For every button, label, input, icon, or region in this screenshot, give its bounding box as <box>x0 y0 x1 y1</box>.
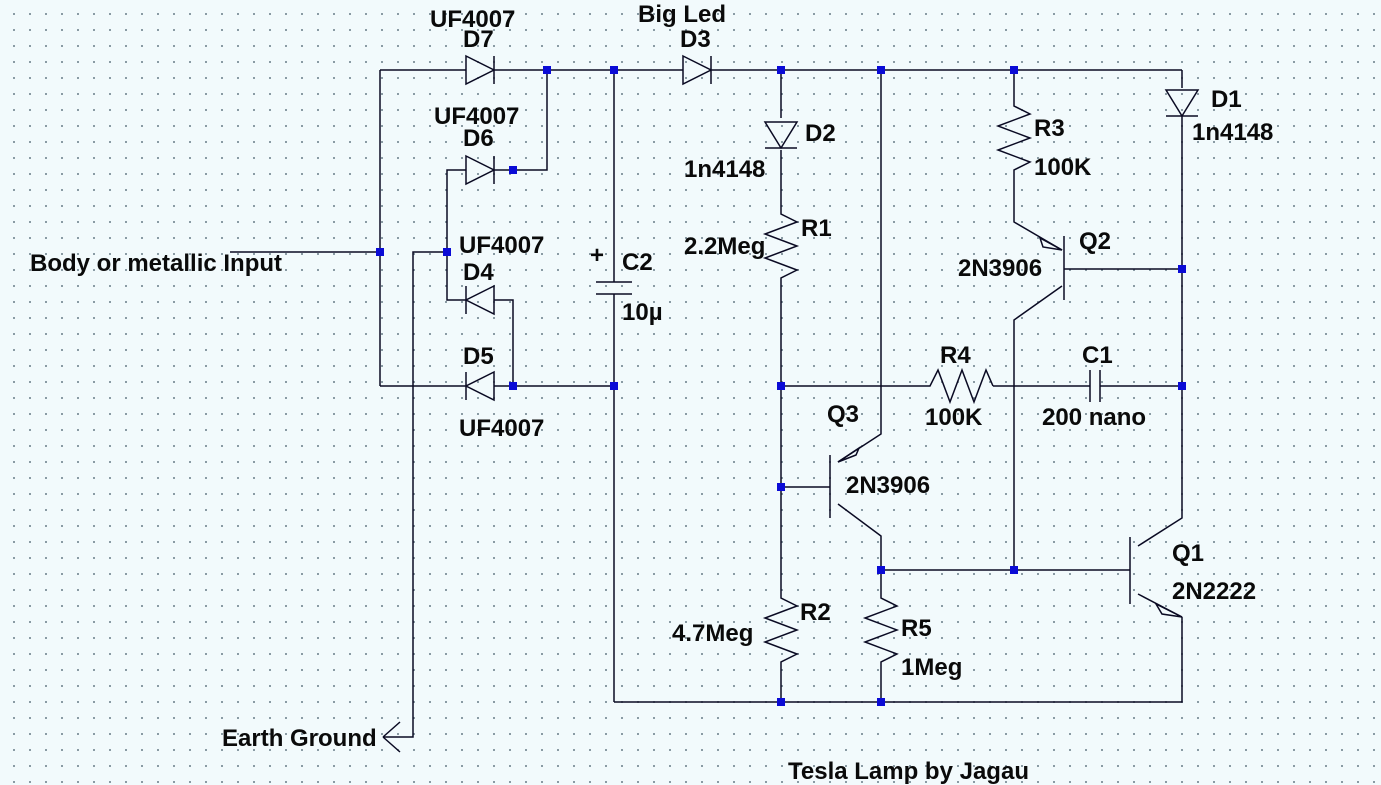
earth-ground-arrow <box>382 721 401 753</box>
schematic-title: Tesla Lamp by Jagau <box>788 758 1029 785</box>
d4-name: D4 <box>463 259 494 286</box>
resistor-r5 <box>862 590 900 672</box>
earth-ground-label: Earth Ground <box>222 725 377 752</box>
r2-value: 4.7Meg <box>672 620 753 647</box>
d6-name: D6 <box>463 125 494 152</box>
resistor-r4 <box>920 367 994 405</box>
q3-value: 2N3906 <box>846 472 930 499</box>
d1-name: D1 <box>1211 86 1242 113</box>
r3-value: 100K <box>1034 154 1092 181</box>
transistor-q1 <box>1129 537 1183 618</box>
resistor-r2 <box>762 590 800 672</box>
diode-d3-led <box>682 54 713 86</box>
resistor-r1 <box>762 205 800 280</box>
d3-value: Big Led <box>638 1 726 28</box>
d7-name: D7 <box>463 26 494 53</box>
wire-d4 <box>494 299 514 386</box>
r5-value: 1Meg <box>901 654 962 681</box>
r3-name: R3 <box>1034 115 1065 142</box>
capacitor-c2 <box>596 281 632 295</box>
diode-d7 <box>465 54 496 86</box>
d2-value: 1n4148 <box>684 156 765 183</box>
diode-d2 <box>763 121 799 150</box>
capacitor-c1 <box>1089 370 1101 402</box>
r1-name: R1 <box>801 215 832 242</box>
wire-right-column <box>1137 70 1183 547</box>
wire-q2-collector <box>1013 285 1063 570</box>
transistor-q2 <box>1038 236 1065 300</box>
d3-name: D3 <box>680 26 711 53</box>
d5-value: UF4007 <box>459 415 544 442</box>
c1-value: 200 nano <box>1042 404 1146 431</box>
wire-q3-collector <box>837 503 882 702</box>
d6-value: UF4007 <box>434 103 519 130</box>
d2-name: D2 <box>805 120 836 147</box>
wires <box>230 69 1183 738</box>
diode-d5 <box>464 370 495 402</box>
labels: Body or metallic Input Earth Ground + UF… <box>30 1 1273 785</box>
transistor-q3 <box>829 445 861 518</box>
d5-name: D5 <box>463 343 494 370</box>
r1-value: 2.2Meg <box>684 233 765 260</box>
c2-name: C2 <box>622 249 653 276</box>
d7-value: UF4007 <box>430 6 515 33</box>
diode-d1 <box>1164 89 1200 118</box>
r4-value: 100K <box>925 404 983 431</box>
r5-name: R5 <box>901 615 932 642</box>
wire-bottom-rail <box>614 617 1183 703</box>
diode-d6 <box>465 154 496 186</box>
q2-value: 2N3906 <box>958 255 1042 282</box>
q3-name: Q3 <box>827 401 859 428</box>
q1-name: Q1 <box>1172 540 1204 567</box>
q2-name: Q2 <box>1079 228 1111 255</box>
r4-name: R4 <box>940 342 971 369</box>
c2-value: 10µ <box>622 299 663 326</box>
d1-value: 1n4148 <box>1192 119 1273 146</box>
c2-polarity-mark: + <box>590 242 604 269</box>
junction-dots <box>376 66 1186 706</box>
d4-value: UF4007 <box>459 232 544 259</box>
wire-ground <box>383 251 447 738</box>
resistor-r3 <box>995 98 1033 182</box>
input-label: Body or metallic Input <box>30 250 282 277</box>
r2-name: R2 <box>800 599 831 626</box>
c1-name: C1 <box>1082 342 1113 369</box>
q1-value: 2N2222 <box>1172 578 1256 605</box>
diode-d4 <box>464 284 495 316</box>
